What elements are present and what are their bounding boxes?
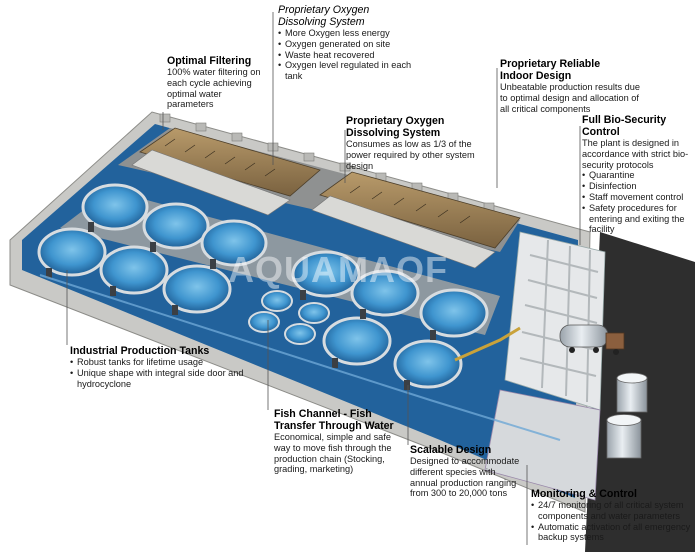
- callout-monitoring-title: Monitoring & Control: [531, 488, 637, 500]
- callout-scalable-body: Designed to accommodate different specie…: [410, 456, 520, 499]
- callout-oxygen-mid-body: Consumes as low as 1/3 of the power requ…: [346, 139, 475, 171]
- filter-bank-right: [311, 171, 521, 269]
- callout-oxygen-mid-title-1: Proprietary Oxygen: [346, 115, 445, 127]
- tank-pumps: [46, 222, 436, 390]
- callout-channel-body: Economical, simple and safe way to move …: [274, 432, 392, 475]
- callout-tanks-title: Industrial Production Tanks: [70, 345, 210, 357]
- callout-scalable-title: Scalable Design: [410, 444, 492, 456]
- callout-filtering-body: 100% water filtering on each cycle achie…: [167, 67, 261, 110]
- callout-filtering: Optimal Filtering 100% water filtering o…: [167, 55, 269, 110]
- oxygen-silos: [606, 372, 648, 459]
- callout-scalable: Scalable Design Designed to accommodate …: [410, 444, 522, 499]
- callout-tanks-bullet: Unique shape with integral side door and…: [70, 368, 250, 390]
- callout-oxygen-top: Proprietary Oxygen Dissolving System Mor…: [278, 4, 428, 82]
- callout-indoor-title-2: Indoor Design: [500, 70, 572, 82]
- callout-biosecurity-bullet: Safety procedures for entering and exiti…: [582, 203, 692, 235]
- callout-biosecurity-title-1: Full Bio-Security: [582, 114, 667, 126]
- callout-channel-title-1: Fish Channel - Fish: [274, 408, 372, 420]
- callout-indoor: Proprietary Reliable Indoor Design Unbea…: [500, 58, 640, 114]
- callout-biosecurity: Full Bio-Security Control The plant is d…: [582, 114, 692, 235]
- callout-filtering-title: Optimal Filtering: [167, 55, 252, 67]
- callout-oxygen-top-bullet: Waste heat recovered: [278, 50, 428, 61]
- callout-channel: Fish Channel - Fish Transfer Through Wat…: [274, 408, 409, 475]
- callout-tanks-bullet: Robust tanks for lifetime usage: [70, 357, 250, 368]
- callout-oxygen-top-bullet: Oxygen generated on site: [278, 39, 428, 50]
- callout-indoor-body: Unbeatable production results due to opt…: [500, 82, 640, 114]
- callout-oxygen-top-bullet: Oxygen level regulated in each tank: [278, 60, 428, 82]
- callout-leaders: [66, 12, 581, 545]
- production-tanks: [37, 183, 489, 389]
- watermark-text: AQUAMAOF: [228, 249, 448, 290]
- callout-oxygen-top-title-2: Dissolving System: [278, 16, 365, 28]
- callout-biosecurity-bullet: Disinfection: [582, 181, 692, 192]
- callout-oxygen-top-title-1: Proprietary Oxygen: [278, 4, 370, 16]
- callout-channel-title-2: Transfer Through Water: [274, 420, 394, 432]
- fish-conveyor: [454, 326, 521, 362]
- callout-biosecurity-bullet: Quarantine: [582, 170, 692, 181]
- callout-monitoring: Monitoring & Control 24/7 monitoring of …: [531, 488, 693, 543]
- callout-monitoring-bullet: Automatic activation of all emergency ba…: [531, 522, 693, 544]
- callout-oxygen-mid: Proprietary Oxygen Dissolving System Con…: [346, 115, 488, 171]
- callout-indoor-title-1: Proprietary Reliable: [500, 58, 601, 70]
- callout-oxygen-top-bullet: More Oxygen less energy: [278, 28, 428, 39]
- tanker-truck: [559, 324, 625, 355]
- callout-monitoring-bullet: 24/7 monitoring of all critical system c…: [531, 500, 693, 522]
- lab-partitions: [519, 239, 599, 403]
- callout-biosecurity-title-2: Control: [582, 126, 620, 138]
- callout-biosecurity-bullet: Staff movement control: [582, 192, 692, 203]
- callout-tanks: Industrial Production Tanks Robust tanks…: [70, 345, 250, 389]
- fish-channel: [39, 274, 561, 441]
- filter-bank-left: [131, 127, 321, 216]
- callout-biosecurity-body: The plant is designed in accordance with…: [582, 138, 689, 170]
- callout-oxygen-mid-title-2: Dissolving System: [346, 127, 441, 139]
